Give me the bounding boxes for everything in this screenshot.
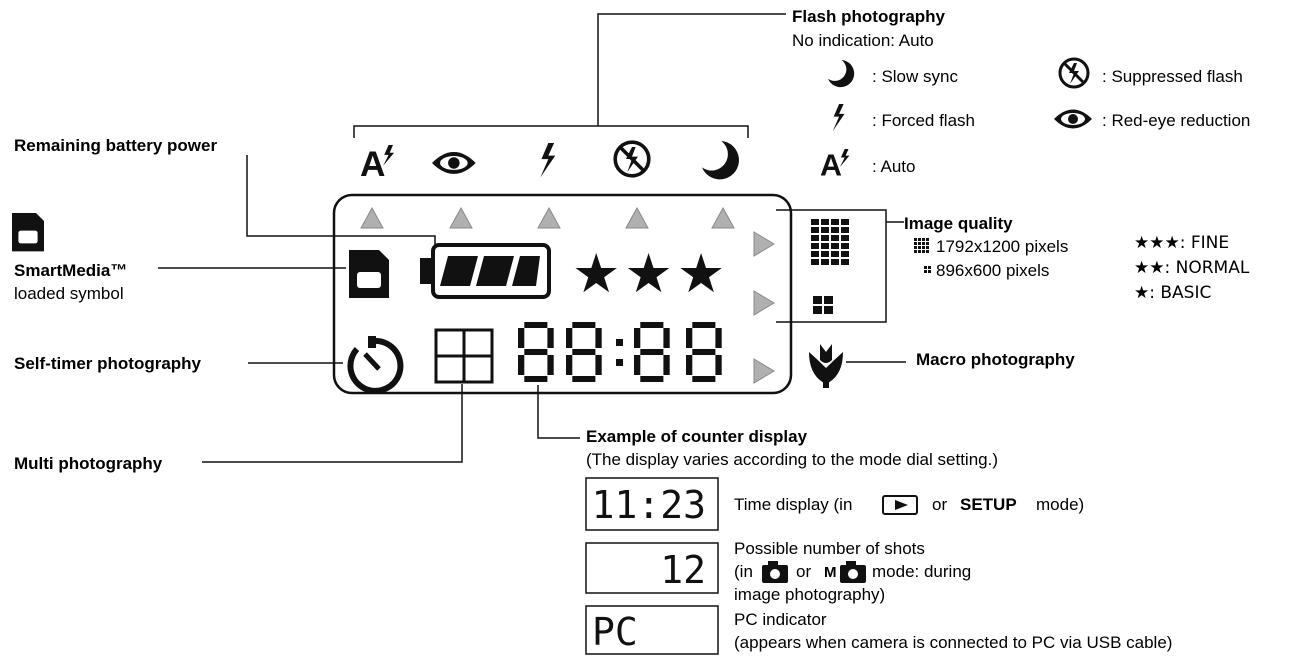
counter-subtitle: (The display varies according to the mod… — [586, 450, 998, 469]
battery-label: Remaining battery power — [14, 136, 217, 155]
playback-icon — [882, 495, 918, 515]
multi-grid-icon — [434, 328, 494, 384]
flash-title: Flash photography — [792, 7, 946, 26]
marker-triangle — [711, 206, 735, 229]
example-pc-value: PC — [592, 610, 638, 654]
example-pc-text-a: PC indicator — [734, 610, 827, 629]
example-shots-text-c: or — [796, 562, 811, 581]
lcd-auto-flash-icon — [360, 144, 395, 184]
example-time-lcd — [585, 477, 719, 531]
lcd-eye-icon — [432, 152, 476, 174]
flash-suppressed: : Suppressed flash — [1102, 67, 1243, 86]
smartmedia-icon — [12, 213, 44, 252]
example-shots-text-d: mode: during — [872, 562, 971, 581]
self-timer-label: Self-timer photography — [14, 354, 202, 373]
smartmedia-label: SmartMedia™ — [14, 261, 127, 280]
example-time-text-a: Time display (in — [734, 495, 852, 514]
moon-icon — [828, 60, 855, 88]
quality-low-icon — [924, 266, 931, 273]
flash-red-eye: : Red-eye reduction — [1102, 111, 1250, 130]
quality-title: Image quality — [904, 214, 1013, 233]
example-pc-lcd — [585, 605, 719, 655]
lcd-lightning-icon — [540, 143, 556, 178]
flash-subtitle: No indication: Auto — [792, 31, 934, 50]
smartmedia-sublabel: loaded symbol — [14, 284, 124, 303]
quality-fine-icon — [811, 219, 849, 265]
eye-icon — [1054, 109, 1092, 129]
no-flash-icon — [1058, 57, 1090, 89]
quality-low-res: 896x600 pixels — [936, 261, 1049, 280]
quality-high-res: 1792x1200 pixels — [936, 237, 1068, 256]
battery-icon — [420, 243, 551, 299]
lcd-no-flash-icon — [613, 140, 651, 178]
example-shots-text-e: image photography) — [734, 585, 885, 604]
example-time-text-b: or — [932, 495, 947, 514]
example-shots-value: 12 — [660, 548, 706, 592]
quality-fine: ★★★: FINE — [1134, 233, 1229, 253]
manual-camera-icon — [840, 561, 866, 583]
multi-label: Multi photography — [14, 454, 163, 473]
timer-icon — [347, 336, 404, 394]
flash-auto: : Auto — [872, 157, 915, 176]
lcd-frame — [332, 193, 793, 395]
camera-icon — [762, 561, 788, 583]
macro-flower-icon — [809, 344, 843, 388]
marker-triangle — [753, 290, 775, 316]
example-shots-m: M — [824, 564, 837, 581]
marker-triangle — [753, 231, 775, 257]
lcd-moon-icon — [702, 141, 739, 180]
marker-triangle — [360, 206, 384, 229]
lightning-icon — [832, 104, 845, 131]
lcd-quality-stars: ★★★ — [572, 242, 729, 305]
flash-slow-sync: : Slow sync — [872, 67, 958, 86]
lcd-smartmedia-icon — [349, 250, 389, 298]
example-time-text-c: mode) — [1036, 495, 1084, 514]
example-shots-text-b: (in — [734, 562, 753, 581]
example-time-value: 11:23 — [592, 483, 706, 527]
auto-flash-icon — [820, 148, 850, 183]
marker-triangle — [753, 358, 775, 384]
example-time-setup: SETUP — [960, 495, 1017, 514]
macro-label: Macro photography — [916, 350, 1075, 369]
svg-text:88:88: 88:88 — [520, 379, 523, 381]
example-shots-lcd — [585, 542, 719, 594]
flash-forced: : Forced flash — [872, 111, 975, 130]
example-shots-text-a: Possible number of shots — [734, 539, 925, 558]
lcd-counter: 88:88 — [518, 322, 722, 382]
marker-triangle — [449, 206, 473, 229]
quality-basic: ★: BASIC — [1134, 283, 1211, 303]
quality-basic-icon — [813, 296, 833, 314]
quality-high-icon — [914, 238, 929, 253]
counter-title: Example of counter display — [586, 427, 808, 446]
example-pc-text-b: (appears when camera is connected to PC … — [734, 633, 1172, 652]
marker-triangle — [537, 206, 561, 229]
quality-normal: ★★: NORMAL — [1134, 258, 1250, 278]
marker-triangle — [625, 206, 649, 229]
